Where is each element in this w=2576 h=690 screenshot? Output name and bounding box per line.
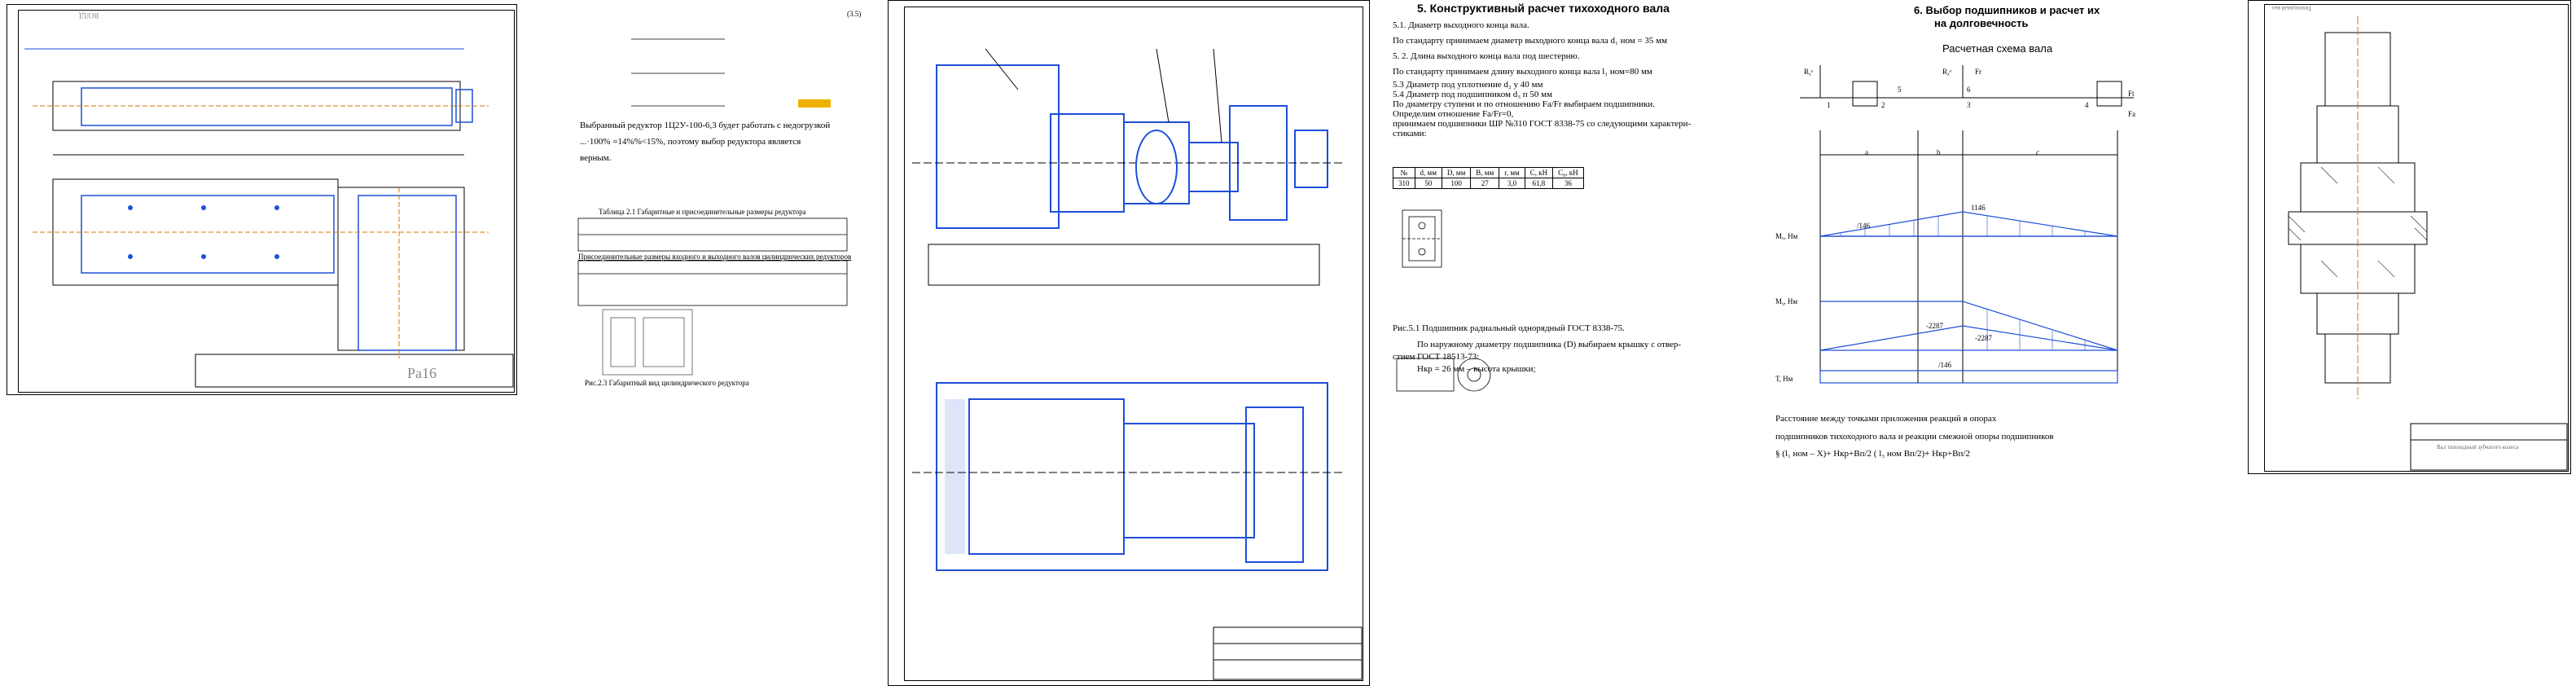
label-c: c: [2036, 148, 2039, 156]
td-C: 61,8: [1524, 178, 1554, 189]
stamp-subtitle: Вал тихоходный зубчатого колеса: [2437, 444, 2519, 450]
force-scheme: [1800, 65, 2134, 384]
para-1: По наружному диаметру подшипника (D) выб…: [1417, 340, 1682, 349]
sheet-frame: [888, 0, 1370, 686]
footer-line1: Расстояние между точками приложения реак…: [1775, 414, 1997, 424]
label-point-5: 5: [1898, 86, 1902, 94]
line-2: По стандарту принимаем диаметр выходного…: [1393, 36, 1668, 46]
label-point-2: 2: [1881, 101, 1885, 109]
assembly-drawing: [912, 48, 1363, 680]
reducer-drawing: [24, 48, 514, 388]
line-6: 5.4 Диаметр под подшипником d₃ п 50 мм: [1393, 90, 1553, 99]
scheme-title: Расчетная схема вала: [1942, 42, 2053, 55]
label-epure-mx: Мₓ, Нм: [1775, 232, 1798, 240]
label-moment-3: -2287: [1926, 322, 1943, 330]
line-4: По стандарту принимаем длину выходного к…: [1393, 67, 1652, 77]
line-5: 5.3 Диаметр под уплотнение d₂ у 40 мм: [1393, 80, 1543, 90]
sheet-frame: [2248, 0, 2571, 474]
shaft-drawing: [2288, 16, 2568, 471]
bearing-table: № d, мм D, мм B, мм r, мм C, кН C₀, кН 3…: [1393, 167, 1584, 189]
label-point-3: 3: [1967, 101, 1971, 109]
sheet-shaft-design: 5. Конструктивный расчет тихоходного вал…: [1385, 0, 1767, 399]
reducer-sketch: [602, 309, 693, 376]
label-epure-t: Т, Нм: [1775, 375, 1793, 383]
text-line1: Выбранный редуктор 1Ц2У-100-6,3 будет ра…: [580, 121, 831, 130]
table2-caption: Присоединительные размеры входного и вых…: [578, 253, 852, 261]
td-D: 100: [1441, 178, 1472, 189]
bearing-sketch: [1396, 209, 1491, 392]
line-7: По диаметру ступени и по отношению Fа/Fr…: [1393, 99, 1655, 109]
inner-frame: [2264, 4, 2569, 472]
label-point-6: 6: [1967, 86, 1971, 94]
figure-caption: Рис.2.3 Габаритный вид цилиндрического р…: [585, 379, 749, 387]
label-ft: Ft: [2128, 90, 2135, 98]
label-point-4: 4: [2085, 101, 2089, 109]
title-line2: на долговечность: [1934, 17, 2029, 29]
label-moment-1: 1146: [1971, 204, 1986, 212]
label-epure-my: Мᵧ, Нм: [1775, 297, 1798, 305]
footer-line3: § (l₁ ном – X)+ Hкр+Bп/2 ( l₃ ном Bп/2)+…: [1775, 449, 1970, 459]
text-lines: 5.1. Диаметр выходного конца вала. По ст…: [1393, 18, 1691, 138]
sheet-frame: [7, 4, 517, 395]
label-reaction-1: Rᵧᵃ: [1804, 68, 1813, 76]
title-line1: 6. Выбор подшипников и расчет их: [1914, 4, 2100, 16]
label-a: a: [1865, 148, 1868, 156]
line-1: 5.1. Диаметр выходного конца вала.: [1393, 20, 1529, 30]
sheet-force-diagram: 6. Выбор подшипников и расчет их на долг…: [1775, 0, 2158, 489]
section-title: 5. Конструктивный расчет тихоходного вал…: [1417, 2, 1670, 15]
sheet-calculation: (3.5) Выбранный редуктор 1Ц2У-100-6,3 бу…: [554, 0, 888, 399]
label-point-1: 1: [1827, 101, 1831, 109]
fig-caption: Рис.5.1 Подшипник радиальный однорядный …: [1393, 323, 1625, 333]
label-reaction-2: Rᵪᵃ: [1942, 68, 1952, 76]
sheet-assembly-drawing: [888, 0, 1372, 690]
td-B: 27: [1470, 178, 1500, 189]
inner-frame: [18, 10, 515, 393]
label-moment-2: /146: [1857, 222, 1871, 230]
label-moment-5: /146: [1938, 361, 1952, 369]
line-8: Определим отношение Fа/Fr=0,: [1393, 109, 1514, 119]
table1: [577, 218, 848, 306]
formula-block: [631, 38, 831, 108]
footer-line2: подшипников тихоходного вала и реакции с…: [1775, 432, 2054, 442]
text-line2: ...·100% =14%%<15%, поэтому выбор редукт…: [580, 137, 801, 147]
label-fa: Fa: [2128, 110, 2135, 118]
para-2: стием ГОСТ 18513-73:: [1393, 352, 1480, 362]
line-10: стиками:: [1393, 129, 1427, 138]
sheet-reducer-drawing: ВОЛД Ра16: [0, 0, 521, 399]
formula-ref: (3.5): [847, 10, 862, 18]
line-9: принимаем подшипники ШР №310 ГОСТ 8338-7…: [1393, 119, 1692, 129]
text-line3: верным.: [580, 153, 612, 163]
stamp-text: Ра16: [407, 365, 437, 381]
sheet-shaft-drawing: Тихоходный вал Вал тихоходный зубчатого …: [2248, 0, 2574, 489]
table1-caption: Таблица 2.1 Габаритные и присоединительн…: [599, 208, 806, 216]
line-3: 5. 2. Длина выходного конца вала под шес…: [1393, 51, 1580, 61]
td-d: 50: [1414, 178, 1442, 189]
label-moment-4: -2287: [1975, 334, 1992, 342]
label-b: b: [1937, 148, 1941, 156]
inner-frame: [904, 7, 1363, 681]
td-C0: 36: [1552, 178, 1584, 189]
label-fr: Fr: [1975, 68, 1982, 76]
para-3: Hкр = 26 мм – высота крышки;: [1417, 364, 1536, 374]
